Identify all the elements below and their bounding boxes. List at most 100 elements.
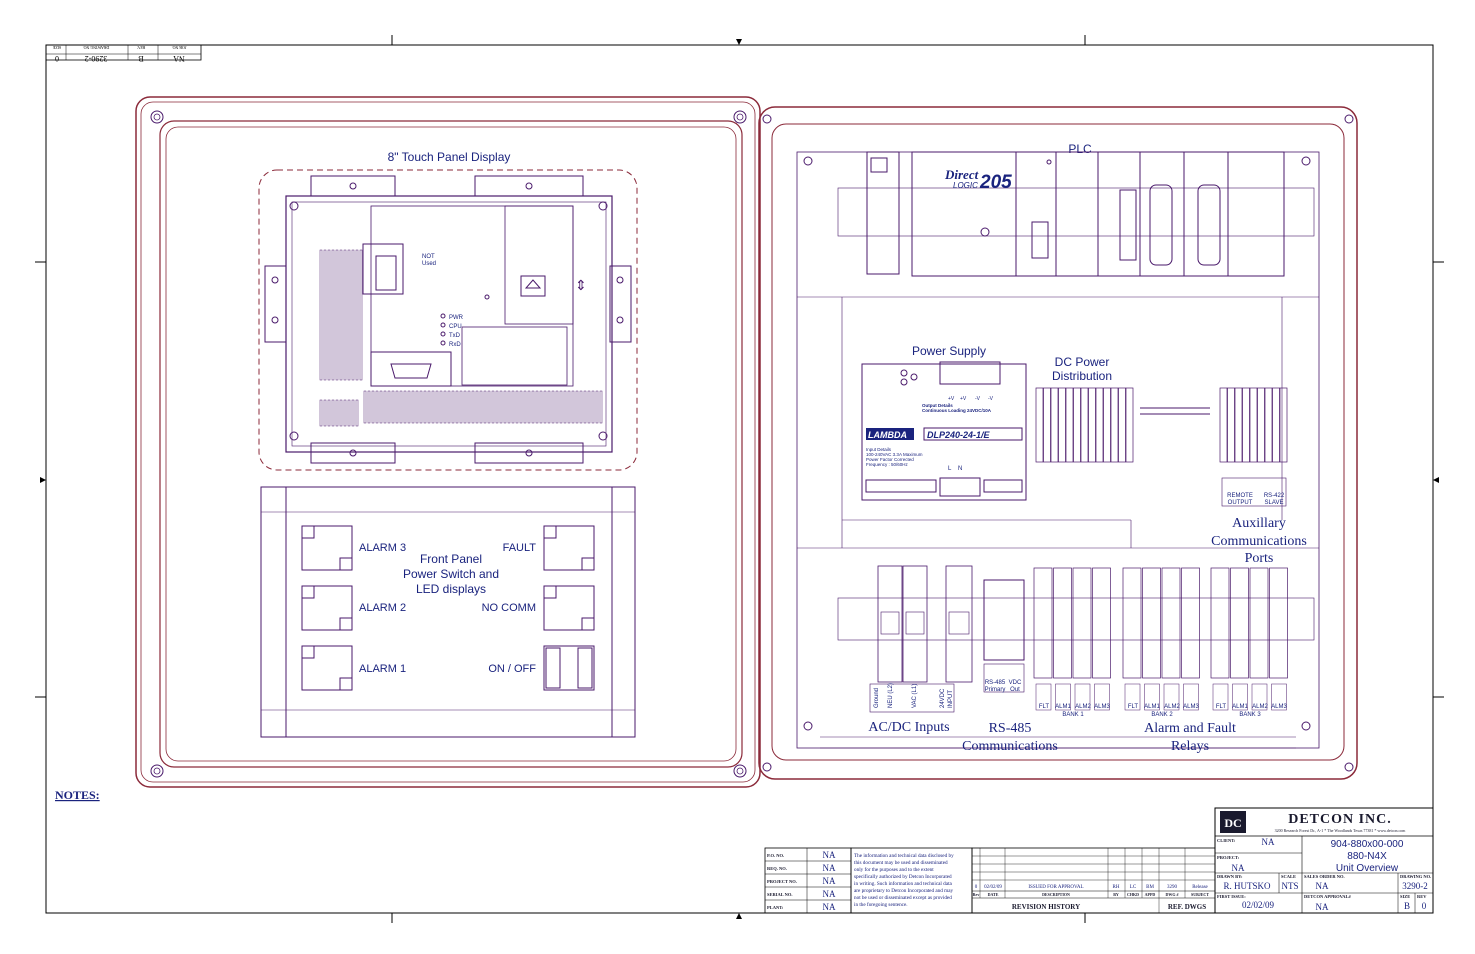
- relay-banks: [1033, 567, 1288, 711]
- sales-order-value: NA: [1316, 881, 1329, 891]
- disclaimer-line: in the foregoing sentence.: [854, 901, 908, 908]
- company-name: DETCON INC.: [1288, 812, 1392, 827]
- door-panel: [135, 96, 761, 788]
- vent-slot: [535, 390, 539, 424]
- vent-slot: [527, 390, 531, 424]
- disclaimer-text: The information and technical data discl…: [854, 852, 954, 908]
- vent-slot: [583, 390, 587, 424]
- plant-label: PLANT:: [767, 905, 784, 910]
- acdc-neu: NEU (L2): [888, 683, 894, 708]
- bank2-label: BANK 2: [1151, 712, 1173, 718]
- terminal-block: [1125, 387, 1134, 463]
- terminal-block: [1279, 387, 1288, 463]
- vent-slot: [335, 399, 339, 427]
- breaker-switch: [880, 611, 900, 635]
- rev-hdr: APPD: [1145, 892, 1156, 897]
- title-block: DC DETCON INC. 3200 Research Forest Dr.,…: [764, 807, 1434, 914]
- acdc-24vdc: 24VDC: [940, 688, 946, 708]
- terminal-block: [1095, 387, 1104, 463]
- project-value: NA: [1232, 863, 1245, 873]
- terminal-block: [1073, 387, 1081, 463]
- relay-label-box: [1055, 683, 1071, 711]
- stamp-rev: B: [138, 54, 143, 63]
- rev-row-date: 02/02/09: [984, 885, 1002, 890]
- size-value: B: [1404, 901, 1410, 911]
- ps-output-1: Output Details: [922, 403, 953, 408]
- vent-slot: [331, 249, 335, 381]
- touch-panel-title: 8" Touch Panel Display: [388, 150, 511, 164]
- vent-slot: [595, 390, 599, 424]
- terminal-block: [1227, 387, 1235, 463]
- company-address: 3200 Research Forest Dr., A-1 * The Wood…: [1275, 828, 1407, 834]
- stamp-hdr-dwg: DRAWING NO.: [83, 45, 110, 50]
- not-used-label-1: NOT: [422, 254, 435, 260]
- vent-slot: [331, 399, 335, 427]
- vent-slot: [415, 390, 419, 424]
- vent-slot: [571, 390, 575, 424]
- led-txd: TxD: [449, 333, 461, 339]
- aux-remote: REMOTE: [1227, 493, 1253, 499]
- front-panel-line-3: LED displays: [416, 582, 486, 596]
- drawing-no-label: DRAWING NO.: [1400, 874, 1431, 879]
- vent-slot: [551, 390, 555, 424]
- bank3-alm3: ALM3: [1271, 704, 1287, 710]
- acdc-input: INPUT: [948, 690, 954, 708]
- disclaimer-line: The information and technical data discl…: [854, 852, 954, 859]
- dc-terminal-blocks: [1035, 387, 1134, 463]
- terminal-block: [1118, 387, 1126, 463]
- rev-hdr: SUBJECT: [1191, 892, 1209, 897]
- bank3-flt: FLT: [1216, 704, 1227, 710]
- acdc-title: AC/DC Inputs: [868, 720, 949, 735]
- breakers: [877, 565, 973, 683]
- bank1-alm2: ALM2: [1075, 704, 1091, 710]
- project-label: PROJECT:: [1217, 855, 1240, 860]
- drawn-by-value: R. HUTSKO: [1223, 881, 1271, 891]
- drawing-title-2: 880-N4X: [1347, 851, 1387, 862]
- terminal-block: [1249, 387, 1258, 463]
- vent-slot: [507, 390, 511, 424]
- stamp-hdr-size: SIZE: [52, 45, 61, 50]
- relay-module: [1249, 567, 1269, 679]
- req-label: REQ. NO.: [767, 866, 787, 871]
- size-label: SIZE: [1400, 894, 1410, 899]
- ps-n: N: [958, 466, 962, 472]
- terminal-block: [1264, 387, 1273, 463]
- disclaimer-line: in writing. Such information and technic…: [854, 880, 953, 887]
- bank2-alm3: ALM3: [1183, 704, 1199, 710]
- aux-title-2: Communications: [1211, 534, 1307, 549]
- vent-slot: [427, 390, 431, 424]
- vent-slot: [531, 390, 535, 424]
- aux-output: OUTPUT: [1228, 500, 1253, 506]
- terminal-block: [1058, 387, 1066, 463]
- po-value: NA: [823, 850, 836, 860]
- relay-module: [1092, 567, 1111, 679]
- terminal-block: [1219, 387, 1228, 463]
- rev-hdr: CHKD: [1127, 892, 1139, 897]
- terminal-block: [1088, 387, 1096, 463]
- vent-slot: [359, 249, 363, 381]
- stamp-size: 0: [55, 54, 59, 63]
- plc-brand-logic: LOGIC: [953, 181, 978, 190]
- req-value: NA: [823, 863, 836, 873]
- relay-module: [1230, 567, 1249, 679]
- vent-slot: [479, 390, 483, 424]
- din-rail-bottom: Ground NEU (L2) VAC (L1) 24VDC INPUT AC/…: [837, 565, 1315, 754]
- dc-dist-line-1: DC Power: [1055, 355, 1110, 369]
- relay-title-1: Alarm and Fault: [1144, 721, 1236, 736]
- rev-hdr: DESCRIPTION: [1042, 892, 1070, 897]
- rs485-out: Out: [1010, 687, 1020, 693]
- vent-slot: [511, 390, 515, 424]
- fault-label: FAULT: [503, 542, 537, 554]
- terminal-block: [1234, 387, 1243, 463]
- top-stamp: 0 3290-2 B NA SIZE DRAWING NO. REV. JOB …: [45, 44, 202, 63]
- front-panel-indicators: ALARM 3 ALARM 2 ALARM 1 FAULT NO COMM ON…: [260, 486, 636, 738]
- updown-arrow-icon: ⇕: [575, 277, 587, 293]
- vent-slot: [475, 390, 479, 424]
- bank3-alm1: ALM1: [1232, 704, 1248, 710]
- relay-module: [1210, 567, 1230, 679]
- vent-slot: [523, 390, 527, 424]
- rev-hdr: DWG #: [1166, 892, 1179, 897]
- relay-module: [1142, 567, 1161, 679]
- bank1-label: BANK 1: [1062, 712, 1084, 718]
- disclaimer-line: specifically authorized by Detcon Incorp…: [854, 873, 952, 880]
